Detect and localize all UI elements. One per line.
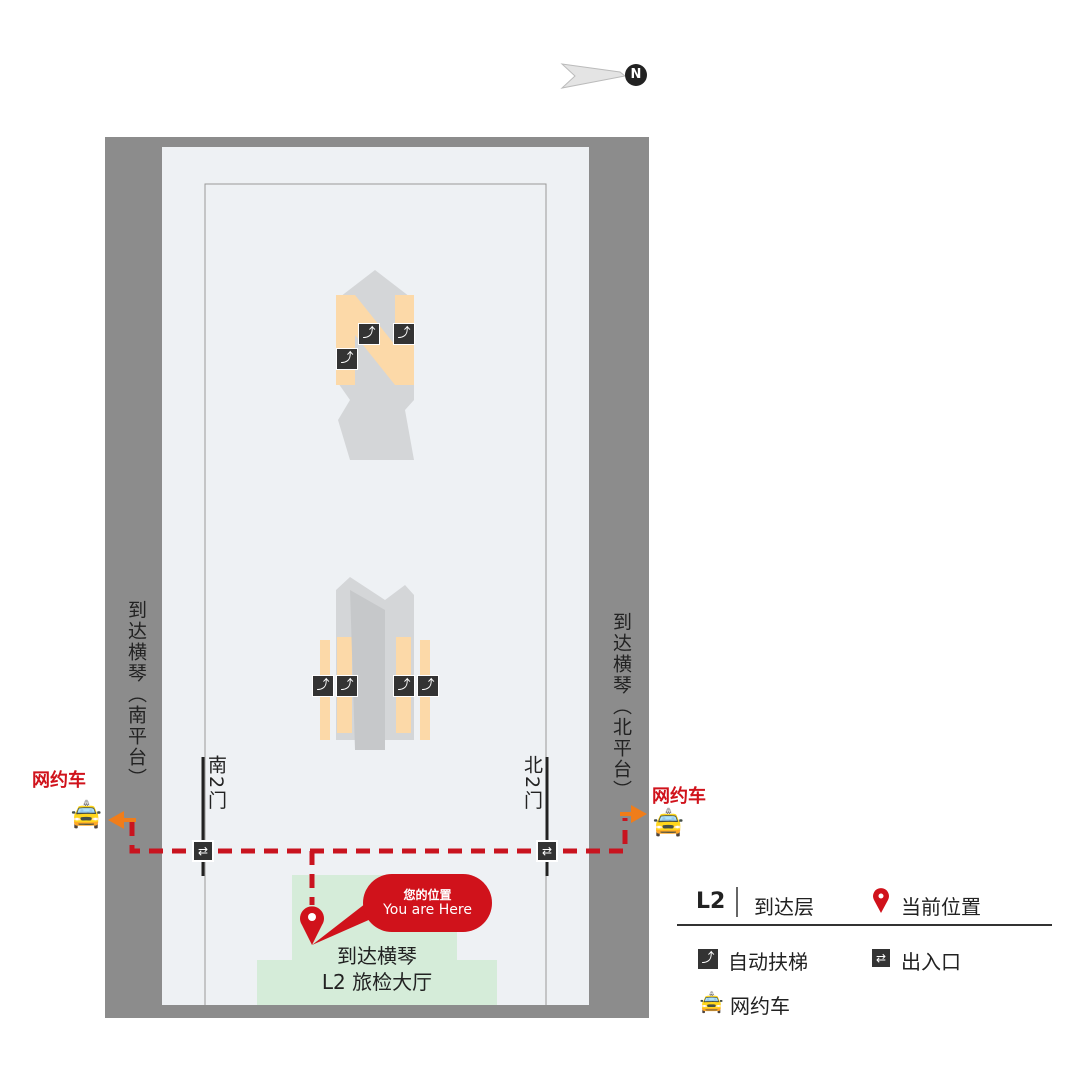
legend-entrance: 出入口 [901, 950, 961, 974]
north-gate-label: 北2门 [521, 755, 543, 812]
car-icon: 🚖 [652, 808, 685, 838]
compass-north: N [625, 64, 647, 86]
legend-current-location: 当前位置 [901, 895, 981, 919]
south-platform-label: 到达横琴（南平台） [125, 600, 147, 789]
legend-floor-name: 到达层 [754, 895, 814, 919]
hall-name: 到达横琴 [337, 944, 417, 968]
escalator-icon: ⤴ [336, 348, 358, 370]
route-path [129, 818, 628, 905]
location-pin-icon [300, 906, 324, 945]
legend-entrance-icon: ⇄ [870, 947, 892, 969]
inner-boundary [204, 183, 547, 1005]
escalator-icon: ⤴ [393, 323, 415, 345]
escalator-icon: ⤴ [358, 323, 380, 345]
escalator-icon: ⤴ [336, 675, 358, 697]
legend-pin-icon [872, 888, 889, 913]
ride-hailing-right-label: 网约车 [652, 786, 706, 807]
north-platform-label: 到达横琴（北平台） [610, 612, 632, 801]
arrow-right-icon [631, 805, 647, 823]
entrance-icon: ⇄ [192, 840, 214, 862]
compass-arrow-icon [560, 63, 627, 89]
you-are-here-bubble [363, 874, 492, 932]
car-icon: 🚖 [70, 800, 103, 830]
entrance-icon: ⇄ [536, 840, 558, 862]
south-gate-label: 南2门 [205, 755, 227, 812]
hall-floor: L2 旅检大厅 [321, 970, 433, 994]
legend-ride-hailing: 网约车 [730, 994, 790, 1018]
legend-floor: L2 [696, 889, 726, 914]
escalator-icon: ⤴ [393, 675, 415, 697]
legend-escalator-icon: ⤴ [697, 948, 719, 970]
arrow-left-icon [108, 811, 124, 829]
legend-escalator: 自动扶梯 [728, 950, 808, 974]
you-are-here-en: You are Here [383, 902, 472, 918]
escalator-icon: ⤴ [417, 675, 439, 697]
hall-area-lower [257, 960, 497, 1005]
legend-car-icon: 🚖 [699, 990, 724, 1014]
you-are-here-cn: 您的位置 [403, 888, 452, 902]
ride-hailing-left-label: 网约车 [32, 770, 86, 791]
escalator-icon: ⤴ [312, 675, 334, 697]
